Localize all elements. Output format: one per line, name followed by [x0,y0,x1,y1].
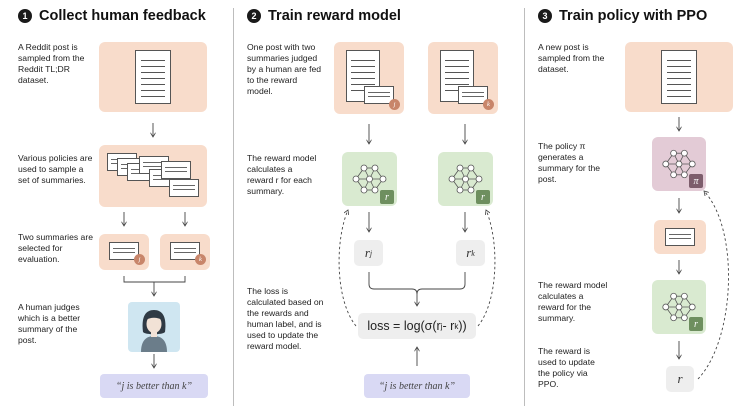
summary-j-badge: j [134,254,145,265]
summary-j-badge: j [389,99,400,110]
summary-doc-icon [169,179,199,197]
col3-desc-update-policy: The reward is used to update the policy … [538,346,595,389]
reward-model-badge: r [689,317,703,331]
step-2-title: Train reward model [268,8,401,24]
dashed-feedback-arrow [477,210,496,327]
column-divider-2 [524,8,525,406]
dashed-feedback-arrow [697,191,729,380]
neural-network-icon [662,149,696,179]
col3-desc-reward-calc: The reward model calculates a reward for… [538,280,608,323]
step-2-header: 2 Train reward model [247,8,401,24]
reward-output-symbol: r [677,371,683,386]
summary-doc-icon [170,242,200,260]
step-2-number: 2 [247,9,261,23]
reward-model-badge: r [476,190,490,204]
generated-summary-box [654,220,706,254]
reward-k-subscript: k [471,248,475,258]
col1-desc-post-sampled: A Reddit post is sampled from the Reddit… [18,42,85,85]
step-1-title: Collect human feedback [39,8,206,24]
loss-suffix: )) [458,319,467,333]
col3-desc-policy-generates: The policy π generates a summary for the… [538,141,601,184]
col2-judgement-label: “j is better than k” [364,374,470,398]
col1-desc-human-judges: A human judges which is a better summary… [18,302,81,345]
summary-k-box: k [160,234,210,270]
reward-model-badge: r [380,190,394,204]
summary-k-badge: k [195,254,206,265]
neural-network-icon [662,292,696,322]
reward-j-symbol: r [364,245,370,260]
document-icon [661,50,697,104]
merge-connector [123,276,186,283]
merge-connector [368,272,466,295]
dashed-feedback-arrow [338,210,357,327]
column-divider-1 [233,8,234,406]
col1-judgement-label: “j is better than k” [100,374,208,398]
summaries-set-box [99,145,207,207]
col1-desc-policies: Various policies are used to sample a se… [18,153,93,185]
document-icon [135,50,171,104]
loss-mid: - r [442,319,455,333]
reward-model-k-box: r [438,152,493,206]
summary-doc-icon [665,228,695,246]
reward-j-subscript: j [369,248,373,258]
policy-box: π [652,137,706,191]
reward-output-box: r [666,366,694,392]
policy-badge: π [689,174,703,188]
neural-network-icon [448,164,483,194]
post-summary-j-box: j [334,42,404,114]
col2-desc-reward-calc: The reward model calculates a reward r f… [247,153,317,196]
loss-prefix: loss = log(σ(r [367,319,441,333]
col3-desc-new-post: A new post is sampled from the dataset. [538,42,605,74]
neural-network-icon [352,164,387,194]
step-3-header: 3 Train policy with PPO [538,8,707,24]
col1-desc-two-summaries: Two summaries are selected for evaluatio… [18,232,93,264]
loss-sub-k: k [454,321,459,331]
summary-doc-icon [161,161,191,179]
col2-desc-fed-to-reward-model: One post with two summaries judged by a … [247,42,322,96]
step-3-title: Train policy with PPO [559,8,708,24]
summary-doc-icon [458,86,488,104]
reddit-post-box [99,42,207,112]
summary-j-box: j [99,234,149,270]
reward-model-j-box: r [342,152,397,206]
col2-desc-loss: The loss is calculated based on the rewa… [247,286,324,351]
loss-sub-j: j [440,321,443,331]
new-post-box [625,42,733,112]
step-3-number: 3 [538,9,552,23]
summary-doc-icon [364,86,394,104]
summary-k-badge: k [483,99,494,110]
human-avatar-icon [141,310,167,352]
reward-k-symbol: r [466,245,472,260]
reward-model-box: r [652,280,706,334]
step-1-number: 1 [18,9,32,23]
human-judge-box [128,302,180,352]
summary-doc-icon [109,242,139,260]
step-1-header: 1 Collect human feedback [18,8,206,24]
post-summary-k-box: k [428,42,498,114]
